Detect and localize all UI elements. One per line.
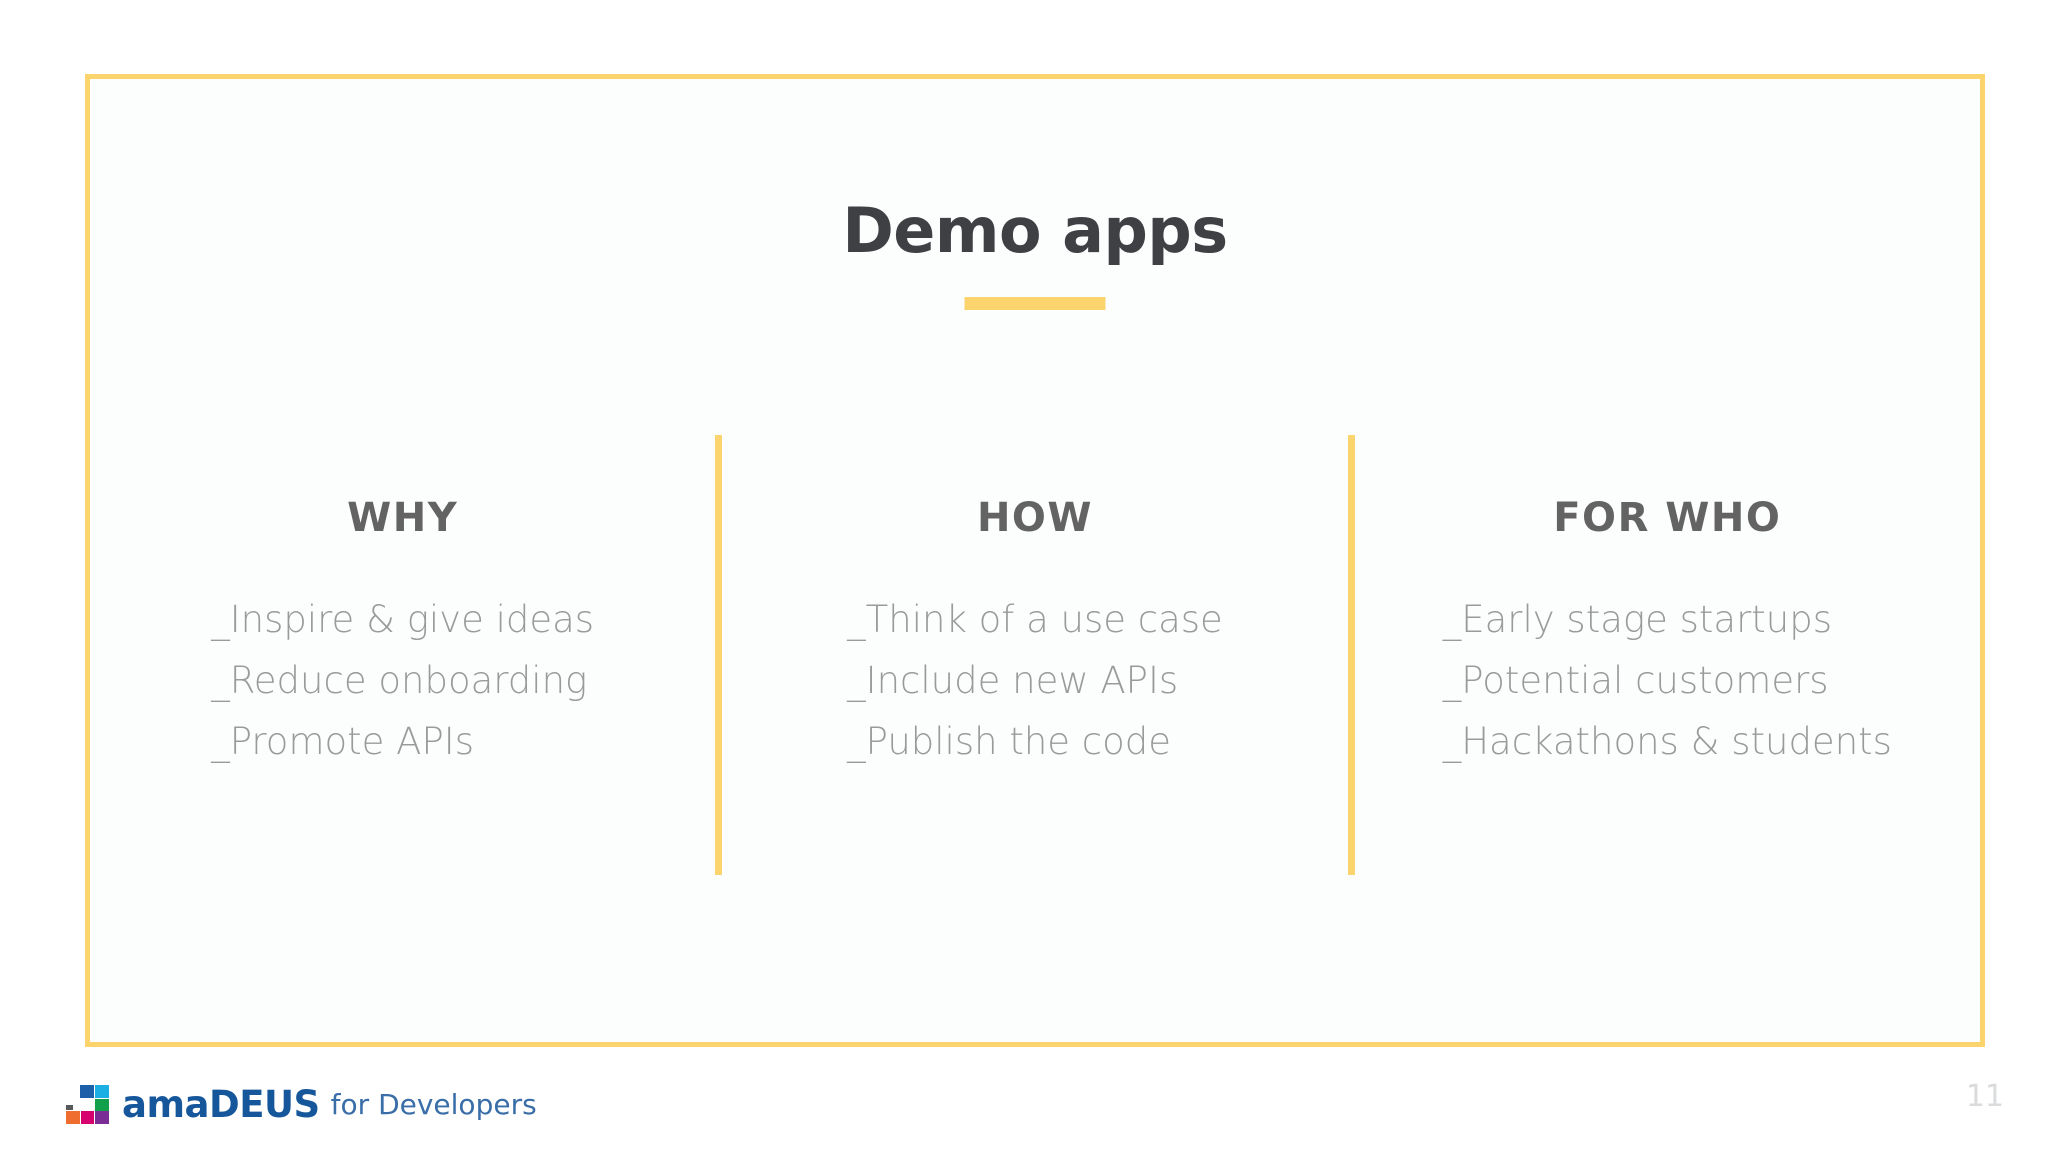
- slide-frame: Demo apps WHY _Inspire & give ideas _Red…: [85, 74, 1985, 1047]
- amadeus-logo: amaDEUS for Developers: [66, 1078, 537, 1130]
- mosaic-tile-magenta: [81, 1111, 94, 1124]
- title-accent-bar: [964, 297, 1106, 310]
- column-list-how: _Think of a use case _Include new APIs _…: [847, 589, 1223, 772]
- mosaic-tile-light-blue: [95, 1085, 109, 1098]
- list-item: _Think of a use case: [847, 598, 1223, 641]
- list-item: _Reduce onboarding: [211, 659, 588, 703]
- page-number: 11: [1965, 1079, 2004, 1114]
- amadeus-mosaic-icon: [66, 1084, 110, 1124]
- column-for-who: FOR WHO _Early stage startups _Potential…: [1347, 435, 1980, 875]
- column-list-why: _Inspire & give ideas _Reduce onboarding…: [211, 589, 594, 772]
- list-item: _Publish the code: [847, 720, 1172, 764]
- mosaic-tile-orange: [66, 1111, 80, 1124]
- mosaic-tile-gray-dot: [66, 1105, 73, 1110]
- column-how: HOW _Think of a use case _Include new AP…: [715, 435, 1347, 875]
- column-list-for-who: _Early stage startups _Potential custome…: [1443, 589, 1892, 772]
- list-item: _Include new APIs: [847, 659, 1179, 703]
- amadeus-tagline: for Developers: [330, 1087, 537, 1121]
- mosaic-tile-purple: [95, 1111, 109, 1124]
- mosaic-tile-green: [95, 1099, 109, 1112]
- page-title: Demo apps: [842, 194, 1228, 267]
- column-heading-how: HOW: [976, 495, 1094, 541]
- column-why: WHY _Inspire & give ideas _Reduce onboar…: [90, 435, 715, 875]
- list-item: _Promote APIs: [211, 720, 474, 764]
- list-item: _Hackathons & students: [1442, 720, 1892, 764]
- list-item: _Potential customers: [1442, 659, 1829, 703]
- three-column-section: WHY _Inspire & give ideas _Reduce onboar…: [90, 435, 1980, 875]
- mosaic-tile-dark-blue: [80, 1085, 94, 1098]
- column-heading-for-who: FOR WHO: [1553, 495, 1782, 541]
- list-item: _Inspire & give ideas: [211, 598, 595, 641]
- column-heading-why: WHY: [347, 495, 459, 541]
- amadeus-wordmark: amaDEUS: [122, 1082, 320, 1126]
- list-item: _Early stage startups: [1442, 598, 1832, 641]
